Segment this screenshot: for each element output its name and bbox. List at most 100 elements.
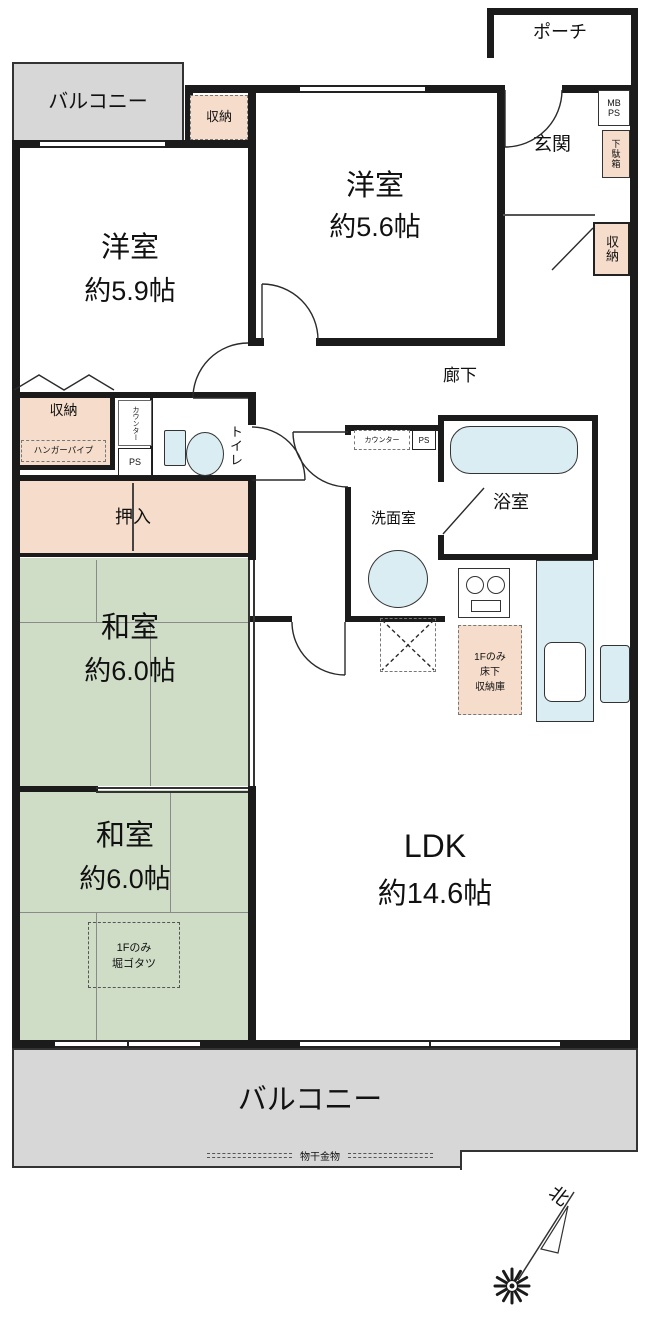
underfloor-storage-box: 1Fのみ 床下 収納庫 [458,625,522,715]
door-arc-washroom [292,431,349,488]
compass-north-label: 北 [544,1182,573,1211]
entrance-label: 玄関 [532,134,571,155]
bathtub [450,426,578,474]
toilet-ps-box: PS [118,448,152,476]
tatami-line [96,560,97,622]
kitchen-sink [544,642,586,702]
compass-star [493,1267,531,1305]
door-arc-western-large [192,342,249,399]
washroom-counter-box: カウンター [354,430,410,450]
kitchen-counter-side [600,645,630,703]
underfloor-line3: 収納庫 [475,681,505,693]
washroom-ps-box: PS [412,430,436,450]
meter-box: MB PS [598,90,630,126]
wall [185,85,193,148]
wall [12,475,256,481]
wall [438,415,444,482]
wall [438,535,444,560]
balcony-top-label: バルコニー [48,90,148,113]
porch-label: ポーチ [533,22,587,42]
underfloor-line1: 1Fのみ [474,651,506,663]
wall [12,465,115,470]
wall [12,392,256,398]
washroom-counter-label: カウンター [364,437,400,444]
washroom-sink [368,550,428,608]
sliding-door-line [253,560,255,786]
wall [316,338,505,346]
shoe-box: 下駄箱 [602,130,630,178]
toilet-label: トイレ [227,425,243,467]
wall [438,554,598,560]
western-room-small-name: 洋室 [345,170,404,202]
japanese-room-1-name: 和室 [100,612,159,644]
wall [12,786,98,792]
wall [110,398,115,470]
japanese-room-1-size: 約6.0帖 [84,656,176,686]
toilet-bowl [186,432,224,476]
kotatsu-line1: 1Fのみ [116,942,152,954]
wall [562,85,638,93]
wall [345,616,445,622]
door-diagonal-entrance-storage [551,227,594,271]
stove-burner [487,576,505,594]
hanger-pipe-box: ハンガーパイプ [21,440,106,462]
window-sash-tick [429,1042,431,1046]
toilet-tank [164,430,186,466]
wall [248,475,256,560]
wall [487,8,638,15]
closet-left: 収納 ハンガーパイプ [17,398,110,468]
window [55,1040,200,1048]
entrance-storage-label: 収納 [604,235,619,263]
japanese-room-2-size: 約6.0帖 [79,864,171,894]
door-arc-western-small [261,283,319,341]
dash-line [348,1153,433,1158]
folding-door-zigzag [13,374,115,391]
wall [631,8,638,88]
entrance-storage-box: 収納 [593,222,630,276]
door-arc-toilet [251,426,306,481]
wall [497,85,505,346]
laundry-hardware-label: 物干金物 [300,1152,340,1163]
tatami-line [18,912,248,913]
wall [12,553,256,557]
japanese-room-1-floor [18,558,248,786]
western-room-large-name: 洋室 [100,232,159,264]
sliding-door-line [96,787,248,789]
door-arc-ldk [291,621,346,676]
storage-top-box: 収納 [190,95,248,140]
underfloor-line2: 床下 [480,666,500,678]
balcony-bottom [12,1048,638,1168]
tatami-line [150,623,151,786]
wall [248,786,256,1040]
toilet-counter-label: カウンター [132,405,139,441]
window [300,85,425,93]
western-room-small-size: 約5.6帖 [329,212,421,242]
window [40,140,165,148]
japanese-room-2-floor [18,790,248,1040]
balcony-bottom-label: バルコニー [237,1084,383,1116]
kotatsu-box: 1Fのみ 堀ゴタツ [88,922,180,988]
window [300,1040,560,1048]
tatami-line [96,913,97,1040]
shoe-box-label: 下駄箱 [610,139,621,169]
closet-divider-line [132,483,134,551]
dash-line [207,1153,292,1158]
meter-box-ps: PS [607,108,620,118]
sliding-door-line [96,791,248,793]
japanese-room-2-name: 和室 [95,820,154,852]
hallway-label: 廊下 [443,366,477,385]
compass-star-center [509,1283,515,1289]
washroom-label: 洗面室 [370,510,416,527]
washroom-ps-label: PS [418,435,430,445]
kotatsu-line2: 堀ゴタツ [112,958,156,970]
wall [630,85,638,1048]
bathroom-label: 浴室 [493,492,529,512]
inspection-hatch [380,618,436,672]
ldk-size: 約14.6帖 [377,878,493,910]
wall [487,8,494,58]
stove [458,568,510,618]
wall [345,425,442,431]
sliding-door-line [248,560,250,786]
hanger-pipe-label: ハンガーパイプ [33,445,94,456]
